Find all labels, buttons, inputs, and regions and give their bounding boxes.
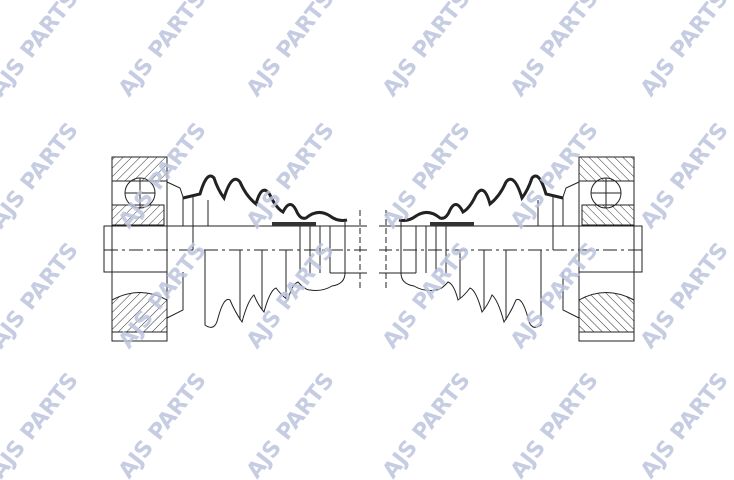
watermark-logo: AJS PARTS (0, 368, 84, 480)
watermark-logo: AJS PARTS (0, 0, 84, 102)
watermark-logo: AJS PARTS (636, 238, 734, 353)
watermark-logo: AJS PARTS (378, 238, 476, 353)
watermark-logo: AJS PARTS (506, 368, 604, 480)
watermark-logo: AJS PARTS (0, 238, 84, 353)
watermark-logo: AJS PARTS (114, 368, 212, 480)
watermark-logo: AJS PARTS (242, 238, 340, 353)
watermark-logo: AJS PARTS (242, 118, 340, 233)
watermark-logo: AJS PARTS (636, 118, 734, 233)
watermark-logo: AJS PARTS (378, 0, 476, 102)
watermark-logo: AJS PARTS (242, 368, 340, 480)
watermark-logo: AJS PARTS (636, 0, 734, 102)
watermark-logo: AJS PARTS (242, 0, 340, 102)
watermark-logo: AJS PARTS (0, 118, 84, 233)
watermark-logo: AJS PARTS (636, 368, 734, 480)
watermark-logo: AJS PARTS (378, 368, 476, 480)
watermark-logo: AJS PARTS (506, 0, 604, 102)
watermark-logo: AJS PARTS (114, 0, 212, 102)
watermark-logo: AJS PARTS (378, 118, 476, 233)
